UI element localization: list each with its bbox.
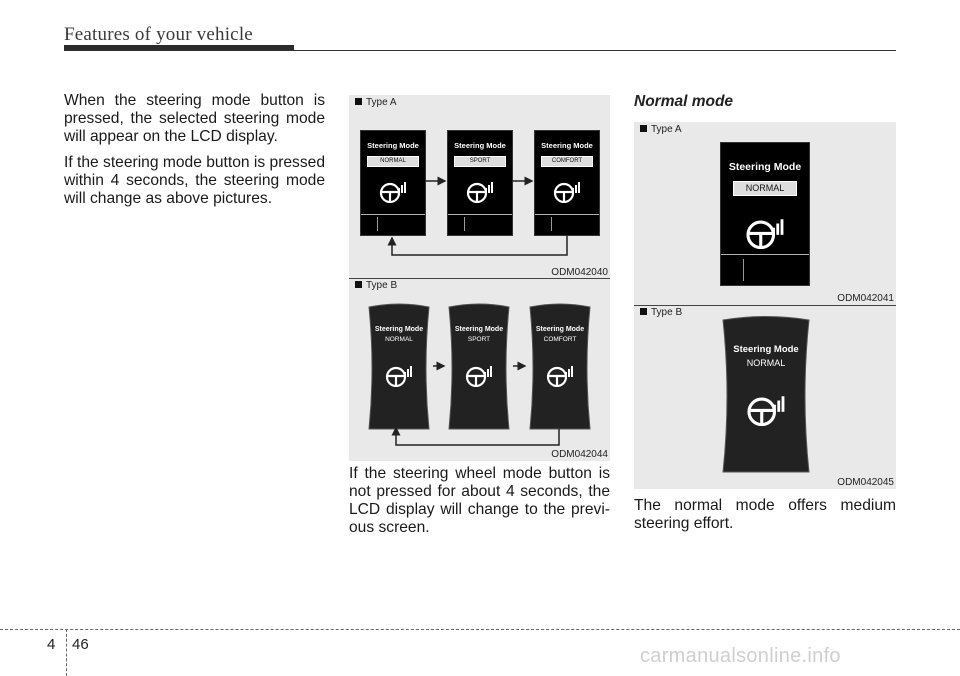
screen-title: Steering Mode — [367, 141, 419, 150]
cluster-screen-sport: Steering Mode SPORT — [445, 303, 513, 433]
section-heading: Normal mode — [634, 93, 734, 110]
screen-title: Steering Mode — [733, 344, 799, 355]
page-header-title: Features of your vehicle — [64, 24, 253, 45]
lcd-screen-comfort: Steering Mode COMFORT — [534, 130, 600, 236]
screen-mode: NORMAL — [733, 181, 797, 196]
cluster-screen-comfort: Steering Mode COMFORT — [526, 303, 594, 433]
type-a-label: Type A — [355, 97, 397, 108]
screen-title: Steering Mode — [454, 141, 506, 150]
screen-mode: NORMAL — [385, 336, 413, 343]
figure-code: ODM042045 — [837, 477, 894, 488]
steering-wheel-icon — [379, 182, 406, 203]
steering-wheel-icon — [747, 396, 785, 426]
lcd-screen-normal: Steering Mode NORMAL — [360, 130, 426, 236]
screen-title: Steering Mode — [535, 326, 585, 333]
square-bullet-icon — [355, 98, 362, 105]
figure-code: ODM042041 — [837, 293, 894, 304]
lcd-screen-normal: Steering Mode NORMAL — [720, 142, 810, 286]
footer-separator — [66, 629, 67, 676]
screen-mode: NORMAL — [367, 156, 419, 167]
revert-text: If the steering wheel mode button is not… — [349, 465, 610, 536]
type-b-label: Type B — [355, 280, 397, 291]
square-bullet-icon — [355, 281, 362, 288]
screen-mode: COMFORT — [543, 336, 577, 343]
watermark: carmanualsonline.info — [640, 645, 841, 667]
cycle-arrows — [387, 176, 568, 256]
figure-code: ODM042040 — [551, 267, 608, 278]
screen-mode: SPORT — [467, 336, 491, 343]
cluster-screen-normal: Steering Mode NORMAL — [365, 303, 433, 433]
intro-text: When the steering mode button is pressed… — [64, 92, 325, 216]
footer-rule — [0, 629, 960, 630]
screen-title: Steering Mode — [541, 141, 593, 150]
paragraph-1: When the steering mode button is pressed… — [64, 92, 325, 145]
square-bullet-icon — [640, 308, 647, 315]
lcd-screen-sport: Steering Mode SPORT — [447, 130, 513, 236]
figure-code: ODM042044 — [551, 449, 608, 460]
screen-mode: NORMAL — [746, 358, 786, 368]
header-bar — [64, 45, 294, 51]
normal-mode-text: The normal mode offers medium steering e… — [634, 497, 896, 532]
figure-type-a-cycle: Type A Steering Mode NORMAL Steering Mod… — [349, 95, 610, 278]
steering-wheel-icon — [746, 219, 784, 249]
header-rule — [64, 50, 896, 51]
screen-title: Steering Mode — [454, 326, 504, 333]
screen-mode: COMFORT — [541, 156, 593, 167]
cycle-arrows — [391, 361, 560, 446]
cluster-screen-normal: Steering Mode NORMAL — [718, 316, 814, 476]
figure-normal-type-a: Type A Steering Mode NORMAL ODM042041 — [634, 122, 896, 305]
figure-type-b-cycle: Type B Steering Mode NORMAL Steering Mod… — [349, 279, 610, 461]
screen-title: Steering Mode — [728, 161, 802, 173]
screen-title: Steering Mode — [374, 326, 424, 333]
figure-normal-type-b: Type B Steering Mode NORMAL ODM042045 — [634, 306, 896, 489]
steering-wheel-icon — [465, 366, 492, 387]
steering-wheel-icon — [546, 366, 573, 387]
chapter-number: 4 — [47, 636, 56, 653]
steering-wheel-icon — [466, 182, 493, 203]
page-number: 46 — [72, 636, 89, 653]
steering-wheel-icon — [385, 366, 412, 387]
paragraph-2: If the steering mode button is pressed w… — [64, 154, 325, 207]
steering-wheel-icon — [553, 182, 580, 203]
square-bullet-icon — [640, 125, 647, 132]
type-b-label: Type B — [640, 307, 682, 318]
type-a-label: Type A — [640, 124, 682, 135]
screen-mode: SPORT — [454, 156, 506, 167]
